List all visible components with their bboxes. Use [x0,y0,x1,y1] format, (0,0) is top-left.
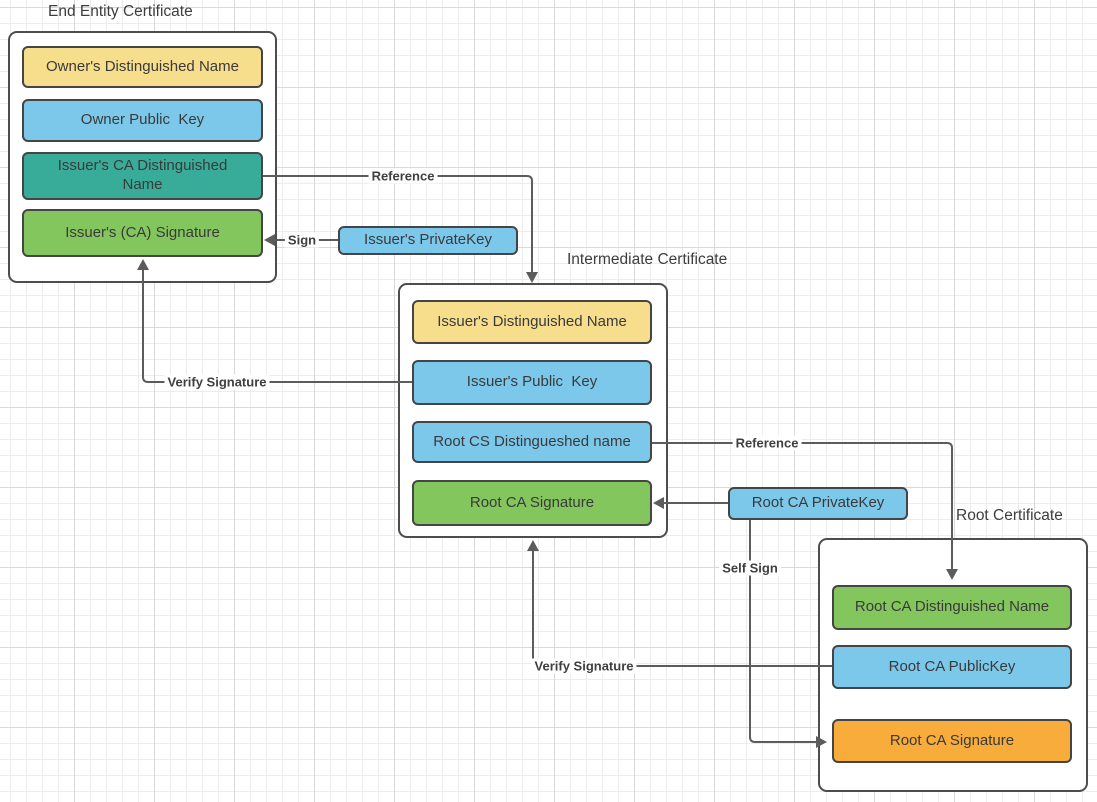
field-root-ca-signature-intermediate[interactable]: Root CA Signature [412,480,652,526]
arrowhead-left-icon [653,497,664,509]
arrowhead-up-icon [527,540,539,551]
field-owners-distinguished-name[interactable]: Owner's Distinguished Name [22,46,263,88]
connector-self-sign [749,520,827,748]
field-root-ca-signature-root[interactable]: Root CA Signature [832,719,1072,763]
arrowhead-up-icon [137,259,149,270]
edge-label-self-sign: Self Sign [719,560,781,576]
edge-label-sign: Sign [284,232,320,248]
connector-root-ca-sign [653,497,728,509]
field-issuers-ca-distinguished-name[interactable]: Issuer's CA Distinguished Name [22,152,263,200]
edge-label-verify-signature-bottom: Verify Signature [531,658,637,674]
field-owner-public-key[interactable]: Owner Public Key [22,99,263,142]
edge-label-verify-signature-left: Verify Signature [164,374,270,390]
arrowhead-down-icon [946,569,958,580]
field-root-cs-distingueshed-name[interactable]: Root CS Distingueshed name [412,421,652,463]
intermediate-certificate-title: Intermediate Certificate [567,251,728,268]
arrowhead-down-icon [526,272,538,283]
edge-label-reference-top: Reference [368,168,438,184]
connector-verify-signature-left [137,259,412,383]
arrowhead-left-icon [264,234,275,246]
edge-label-reference-middle: Reference [732,435,802,451]
field-issuers-ca-signature[interactable]: Issuer's (CA) Signature [22,209,263,257]
issuers-privatekey-box[interactable]: Issuer's PrivateKey [338,226,518,255]
arrowhead-right-icon [816,736,827,748]
field-root-ca-distinguished-name[interactable]: Root CA Distinguished Name [832,585,1072,630]
root-ca-privatekey-box[interactable]: Root CA PrivateKey [728,487,908,520]
connector-verify-signature-bottom [527,540,832,667]
field-root-ca-publickey[interactable]: Root CA PublicKey [832,645,1072,689]
end-entity-certificate-title: End Entity Certificate [48,3,193,20]
root-certificate-title: Root Certificate [956,507,1063,524]
connector-reference-middle [652,442,958,580]
field-issuers-public-key[interactable]: Issuer's Public Key [412,360,652,405]
connector-reference-top [263,175,538,283]
field-issuers-distinguished-name[interactable]: Issuer's Distinguished Name [412,300,652,344]
